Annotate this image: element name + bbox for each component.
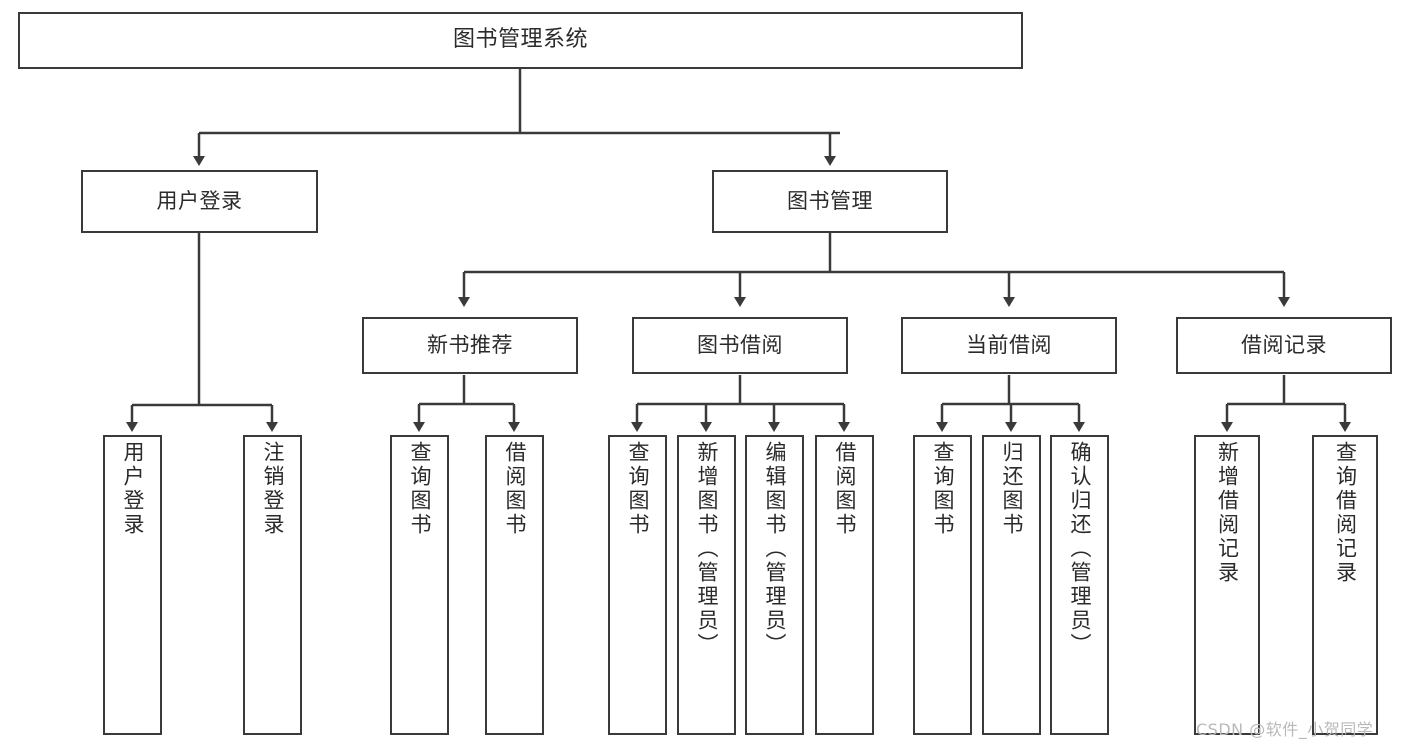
leaf-query-book-borrow[interactable]: 查询图书: [608, 435, 667, 735]
leaf-borrow-book[interactable]: 借阅图书: [815, 435, 874, 735]
node-book-borrow[interactable]: 图书借阅: [632, 317, 848, 374]
node-label: 编辑图书（管理员）: [763, 441, 787, 657]
node-label: 借阅图书: [833, 441, 857, 537]
node-label: 查询图书: [931, 441, 955, 537]
node-new-book-recommend[interactable]: 新书推荐: [362, 317, 578, 374]
node-label: 查询图书: [408, 441, 432, 537]
leaf-user-login[interactable]: 用户登录: [103, 435, 162, 735]
node-label: 新增借阅记录: [1215, 441, 1240, 585]
node-current-borrow[interactable]: 当前借阅: [901, 317, 1117, 374]
node-label: 用户登录: [156, 188, 243, 213]
node-label: 图书管理: [787, 188, 873, 213]
node-label: 借阅记录: [1241, 332, 1327, 357]
node-label: 图书管理系统: [452, 27, 588, 53]
csdn-watermark: CSDN @软件_小贺同学: [1196, 720, 1374, 739]
node-label: 新增图书（管理员）: [695, 441, 719, 657]
node-book-management-system[interactable]: 图书管理系统: [18, 12, 1023, 69]
leaf-add-borrow-record[interactable]: 新增借阅记录: [1194, 435, 1260, 735]
node-label: 借阅图书: [503, 441, 527, 537]
node-label: 归还图书: [1000, 441, 1024, 537]
node-label: 图书借阅: [697, 332, 783, 357]
leaf-add-book[interactable]: 新增图书（管理员）: [677, 435, 736, 735]
leaf-query-book-recommend[interactable]: 查询图书: [390, 435, 449, 735]
node-user-login[interactable]: 用户登录: [81, 170, 318, 233]
node-label: 查询借阅记录: [1333, 441, 1358, 585]
node-book-management[interactable]: 图书管理: [712, 170, 948, 233]
leaf-confirm-return[interactable]: 确认归还（管理员）: [1050, 435, 1109, 735]
leaf-return-book[interactable]: 归还图书: [982, 435, 1041, 735]
leaf-query-borrow-record[interactable]: 查询借阅记录: [1312, 435, 1378, 735]
node-label: 确认归还（管理员）: [1068, 441, 1092, 657]
leaf-edit-book[interactable]: 编辑图书（管理员）: [745, 435, 804, 735]
leaf-borrow-book-recommend[interactable]: 借阅图书: [485, 435, 544, 735]
node-label: 当前借阅: [966, 332, 1052, 357]
node-label: 注销登录: [261, 441, 285, 537]
leaf-query-book-current[interactable]: 查询图书: [913, 435, 972, 735]
node-borrow-record[interactable]: 借阅记录: [1176, 317, 1392, 374]
node-label: 用户登录: [121, 441, 145, 537]
node-label: 查询图书: [626, 441, 650, 537]
node-label: 新书推荐: [427, 332, 513, 357]
leaf-logout-login[interactable]: 注销登录: [243, 435, 302, 735]
